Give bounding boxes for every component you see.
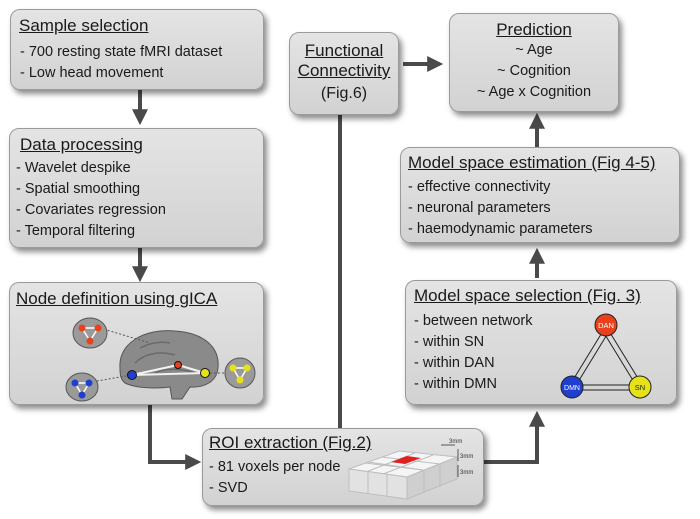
prediction-box: Prediction ~ Age ~ Cognition ~ Age x Cog… bbox=[449, 13, 619, 112]
roi-extraction-title: ROI extraction (Fig.2) bbox=[209, 433, 372, 452]
dan-label: DAN bbox=[598, 321, 614, 330]
model-estimation-box: Model space estimation (Fig 4-5) - effec… bbox=[400, 147, 680, 243]
arrow-node-to-roi bbox=[148, 405, 202, 470]
dimension-label: 3mm bbox=[449, 439, 462, 445]
data-processing-box: Data processing - Wavelet despike - Spat… bbox=[9, 128, 264, 248]
roi-extraction-box: ROI extraction (Fig.2) - 81 voxels per n… bbox=[202, 428, 484, 506]
prediction-title: Prediction bbox=[496, 20, 572, 39]
dimension-label: 3mm bbox=[460, 470, 473, 476]
model-selection-item: - within DMN bbox=[414, 376, 497, 392]
node-definition-box: Node definition using gICA bbox=[9, 282, 264, 405]
roi-extraction-item: - SVD bbox=[209, 480, 248, 496]
data-processing-title: Data processing bbox=[20, 135, 143, 154]
sample-selection-item: - 700 resting state fMRI dataset bbox=[20, 44, 223, 60]
sample-selection-box: Sample selection - 700 resting state fMR… bbox=[10, 9, 264, 90]
model-selection-item: - between network bbox=[414, 313, 533, 329]
sn-node: SN bbox=[628, 375, 652, 399]
functional-connectivity-title-line2: Connectivity bbox=[297, 61, 391, 80]
model-estimation-item: - neuronal parameters bbox=[408, 200, 551, 216]
sample-selection-title: Sample selection bbox=[19, 16, 149, 35]
model-estimation-item: - effective connectivity bbox=[408, 179, 551, 195]
model-selection-item: - within DAN bbox=[414, 355, 495, 371]
model-estimation-item: - haemodynamic parameters bbox=[408, 221, 593, 237]
data-processing-item: - Covariates regression bbox=[16, 202, 166, 218]
prediction-item: ~ Cognition bbox=[497, 63, 571, 79]
model-estimation-title: Model space estimation (Fig 4-5) bbox=[408, 153, 656, 172]
dimension-label: 3mm bbox=[460, 454, 473, 460]
data-processing-item: - Spatial smoothing bbox=[16, 181, 141, 197]
model-selection-title: Model space selection (Fig. 3) bbox=[414, 286, 641, 305]
functional-connectivity-ref: (Fig.6) bbox=[320, 85, 368, 102]
brain-network-illustration bbox=[65, 317, 256, 402]
functional-connectivity-title-line1: Functional bbox=[304, 41, 384, 60]
model-selection-box: Model space selection (Fig. 3) - between… bbox=[405, 280, 677, 405]
sn-label: SN bbox=[635, 383, 645, 392]
dmn-node: DMN bbox=[560, 375, 584, 399]
arrow-roi-to-selection bbox=[484, 410, 545, 464]
prediction-item: ~ Age x Cognition bbox=[476, 84, 592, 100]
roi-extraction-item: - 81 voxels per node bbox=[209, 459, 341, 475]
data-processing-item: - Temporal filtering bbox=[16, 223, 136, 239]
node-definition-title: Node definition using gICA bbox=[16, 289, 218, 308]
sample-selection-item: - Low head movement bbox=[20, 65, 164, 81]
model-selection-item: - within SN bbox=[414, 334, 485, 350]
voxel-cube-illustration: 3mm 3mm 3mm bbox=[348, 439, 473, 500]
functional-connectivity-box: Functional Connectivity (Fig.6) bbox=[289, 32, 399, 115]
network-triangle-diagram: DAN DMN SN bbox=[560, 313, 652, 399]
dan-node: DAN bbox=[594, 313, 618, 337]
prediction-item: ~ Age bbox=[515, 42, 553, 58]
data-processing-item: - Wavelet despike bbox=[16, 160, 131, 176]
dmn-label: DMN bbox=[564, 385, 580, 392]
